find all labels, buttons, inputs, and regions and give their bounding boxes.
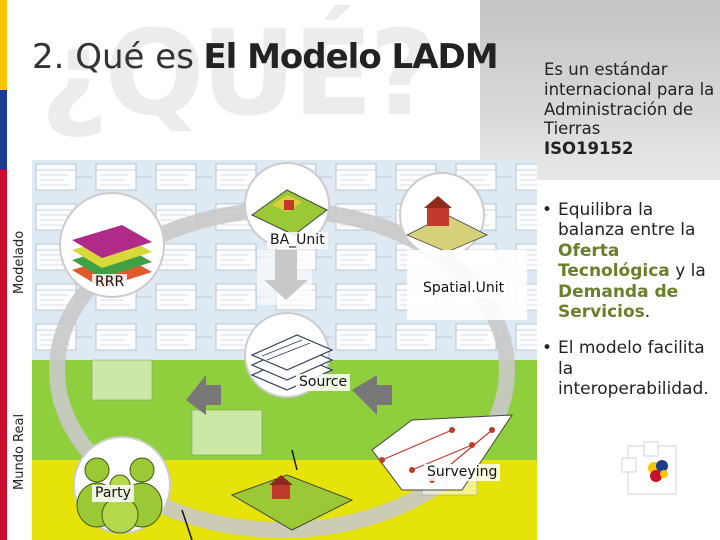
intro-panel (480, 0, 720, 180)
bullet-marker: • (542, 200, 553, 220)
layers-icon (59, 192, 165, 298)
label-surveying: Surveying (424, 464, 501, 481)
highlight-demand: Demanda de Servicios (558, 281, 679, 322)
land-parcel-icon (181, 449, 354, 540)
title-emphasis: El Modelo LADM (203, 37, 498, 77)
strip-yellow (0, 0, 7, 90)
strip-red (0, 170, 7, 540)
highlight-offer: Oferta Tecnológica (558, 240, 670, 282)
label-ba-unit: BA_Unit (267, 232, 328, 249)
title-prefix: 2. Qué es (32, 37, 194, 77)
label-rrr: RRR (92, 274, 128, 291)
bullet-list: • Equilibra la balanza entre la Oferta T… (540, 200, 718, 416)
watermark: ¿QUÉ? (40, 4, 438, 142)
label-mundo-real: Mundo Real (12, 413, 27, 490)
logo-icon (621, 441, 677, 495)
diagram-canvas (32, 160, 537, 540)
page-title: 2. Qué es El Modelo LADM (32, 37, 499, 77)
bullet-marker: • (542, 338, 553, 359)
label-party: Party (92, 485, 134, 502)
arrow-up-icon (186, 375, 392, 415)
house-icon (399, 172, 488, 258)
bullet-balance: • Equilibra la balanza entre la Oferta T… (542, 200, 706, 322)
ladm-diagram: BA_Unit RRR Spatial.Unit Source Surveyin… (32, 160, 537, 540)
intro-standard: ISO19152 (544, 139, 634, 159)
label-source: Source (296, 374, 351, 391)
label-modelado: Modelado (12, 230, 27, 294)
intro-text: Es un estándar internacional para la Adm… (544, 60, 716, 159)
label-spatial-unit: Spatial.Unit (420, 280, 508, 297)
intro-description: Es un estándar internacional para la Adm… (544, 60, 715, 139)
bullet-interoperability: • El modelo facilita la interoperabilida… (542, 338, 709, 400)
strip-blue (0, 90, 7, 170)
